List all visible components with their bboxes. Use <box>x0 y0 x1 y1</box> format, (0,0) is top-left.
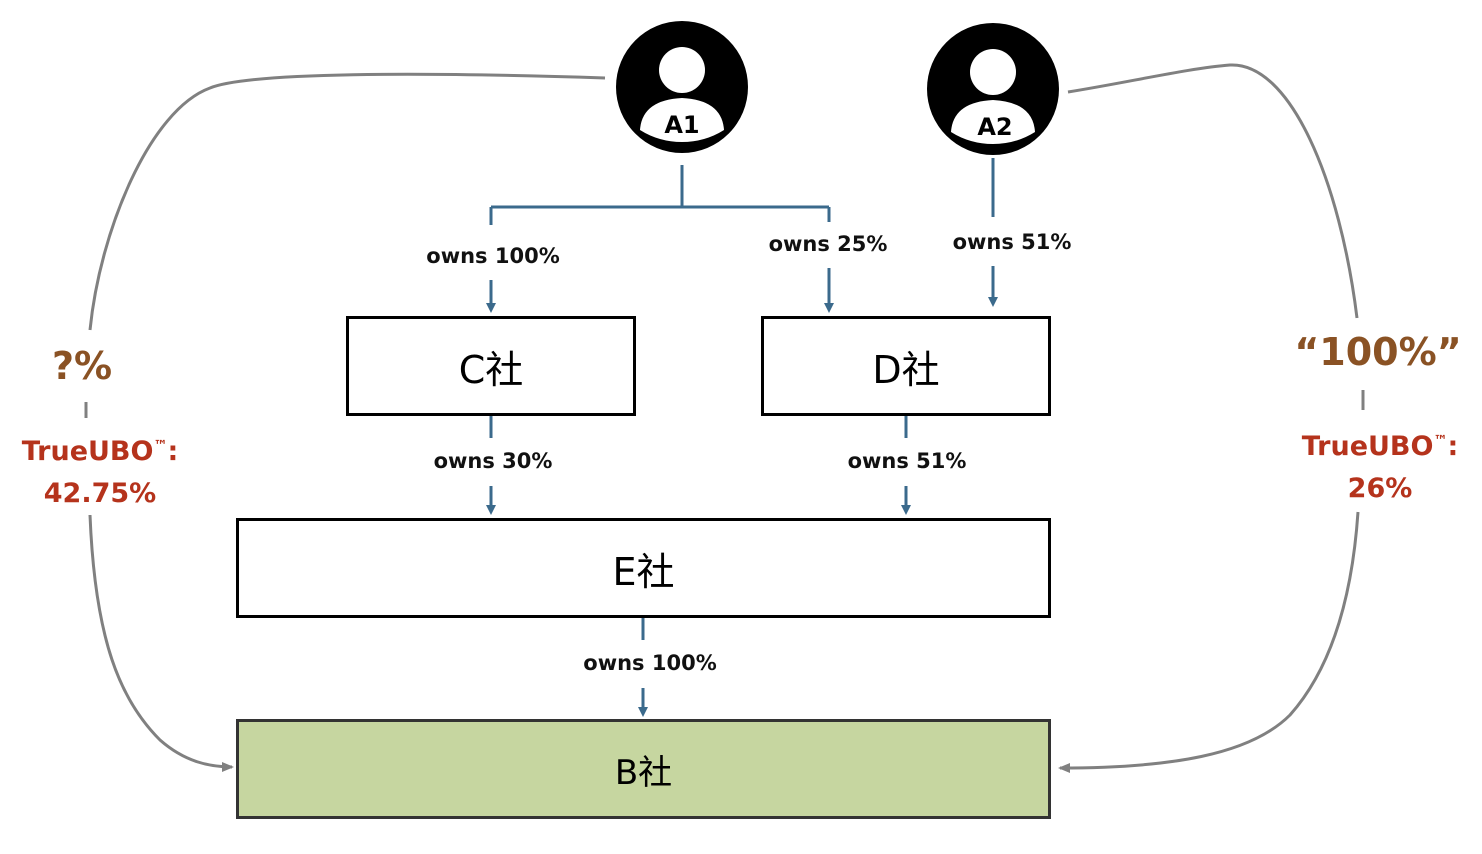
left-trueubo-label: TrueUBO™: 42.75% <box>22 425 179 515</box>
person-a2-icon <box>927 23 1059 155</box>
right-curve-bottom <box>1058 511 1360 773</box>
company-e-label: E社 <box>612 549 675 594</box>
company-b-box: B社 <box>236 719 1051 819</box>
edge-label-a1-c: owns 100% <box>426 244 560 268</box>
left-curve-top <box>88 72 606 331</box>
person-a1-icon <box>616 21 748 153</box>
edge-label-a1-d: owns 25% <box>768 232 888 256</box>
edge-label-a2-d: owns 51% <box>952 230 1072 254</box>
company-d-box: D社 <box>761 316 1051 416</box>
left-trademark: ™ <box>153 438 168 454</box>
company-c-label: C社 <box>458 347 524 392</box>
right-trueubo-label: TrueUBO™: 26% <box>1302 420 1459 510</box>
company-d-label: D社 <box>872 347 940 392</box>
company-b-label: B社 <box>614 752 673 793</box>
left-question-label: ?% <box>51 344 113 388</box>
edge-label-d-e: owns 51% <box>847 449 967 473</box>
person-a2-label: A2 <box>977 113 1013 141</box>
right-trueubo-name: TrueUBO <box>1301 431 1434 462</box>
company-c-box: C社 <box>346 316 636 416</box>
edge-label-c-e: owns 30% <box>433 449 553 473</box>
edge-label-e-b: owns 100% <box>583 651 717 675</box>
left-curve-bottom <box>88 514 234 772</box>
a1-branch-connector <box>489 165 831 225</box>
person-a1-label: A1 <box>664 111 700 139</box>
right-colon: : <box>1447 431 1459 462</box>
right-question-label: “100%” <box>1294 330 1462 374</box>
left-trueubo-name: TrueUBO <box>21 436 154 467</box>
right-trueubo-value: 26% <box>1347 473 1413 504</box>
right-trademark: ™ <box>1433 433 1448 449</box>
right-curve-top <box>1067 63 1359 319</box>
left-colon: : <box>167 436 179 467</box>
left-trueubo-value: 42.75% <box>43 478 157 509</box>
company-e-box: E社 <box>236 518 1051 618</box>
